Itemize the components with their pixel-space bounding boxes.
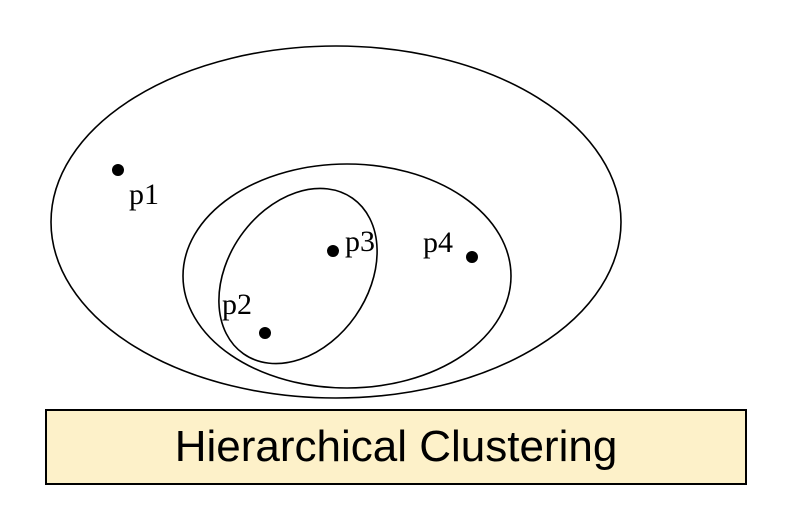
point-p3-dot: [327, 245, 339, 257]
point-p2-label: p2: [222, 288, 252, 321]
caption-text: Hierarchical Clustering: [174, 422, 618, 471]
point-p4-dot: [466, 251, 478, 263]
cluster-inner: [218, 187, 378, 365]
cluster-middle: [182, 163, 512, 389]
hierarchical-clustering-diagram: p1 p2 p3 p4: [50, 45, 622, 399]
point-p1-dot: [112, 164, 124, 176]
point-p1-label: p1: [129, 178, 159, 211]
point-p3-label: p3: [345, 225, 375, 258]
point-p2-dot: [259, 327, 271, 339]
cluster-outer: [50, 45, 622, 399]
point-p4-label: p4: [423, 226, 453, 259]
caption-box: Hierarchical Clustering: [45, 409, 747, 485]
